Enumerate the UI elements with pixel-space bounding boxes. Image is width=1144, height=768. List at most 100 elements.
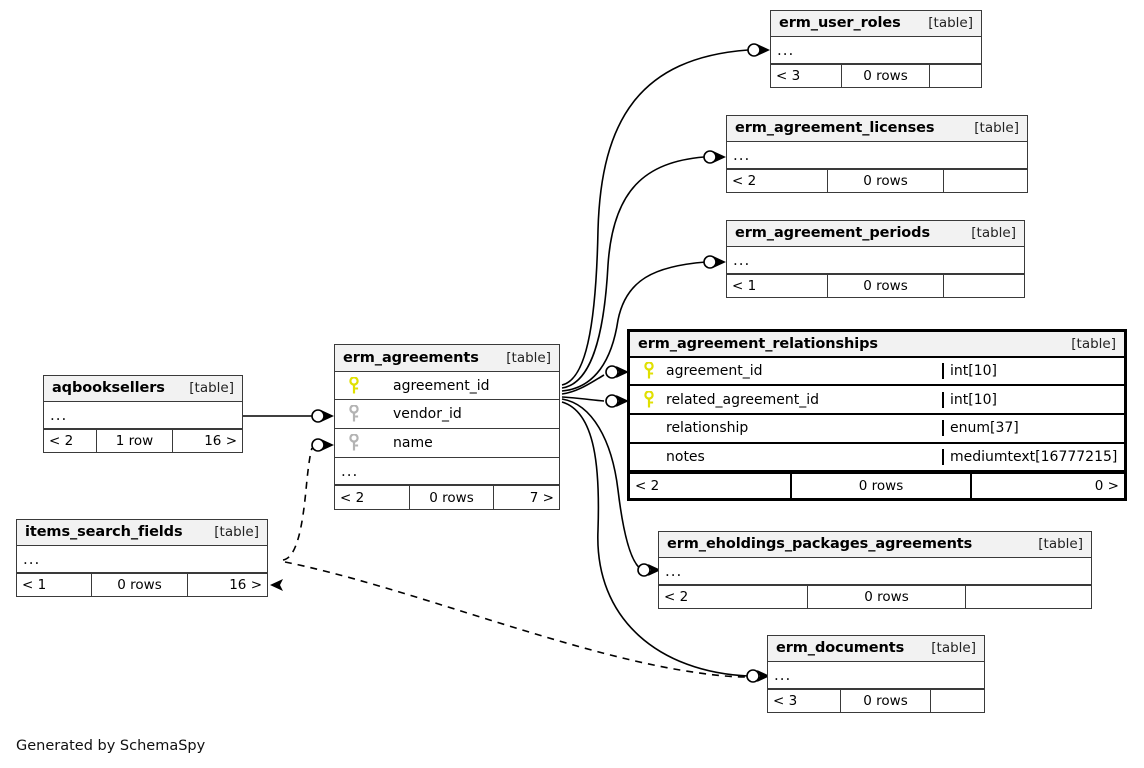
column-name-cell: agreement_id	[630, 362, 942, 380]
footer-children-count	[930, 689, 984, 712]
column-name-cell: name	[335, 433, 559, 452]
table-columns-ellipsis: ...	[17, 545, 267, 573]
table-columns-ellipsis: ...	[44, 401, 242, 429]
table-type-tag: [table]	[506, 349, 551, 366]
table-header: erm_agreement_relationships [table]	[630, 332, 1124, 358]
table-name: erm_agreement_periods	[735, 225, 930, 242]
table-node-erm-documents[interactable]: erm_documents [table] ... < 3 0 rows	[767, 635, 985, 713]
column-name-cell: notes	[630, 449, 942, 465]
footer-row-count: 0 rows	[827, 274, 943, 297]
footer-children-count	[929, 64, 981, 87]
footer-parents-count: < 2	[340, 489, 365, 506]
column-type: mediumtext[16777215]	[942, 448, 1124, 465]
column-type: enum[37]	[942, 420, 1124, 437]
table-node-erm-agreements[interactable]: erm_agreements [table] agreement_id	[334, 344, 560, 510]
table-type-tag: [table]	[1038, 536, 1083, 553]
table-columns-ellipsis: ...	[335, 457, 559, 486]
table-row[interactable]: agreement_id int[10]	[630, 357, 1124, 387]
table-type-tag: [table]	[214, 524, 259, 541]
table-footer: < 2 0 rows	[659, 584, 1091, 608]
table-node-aqbooksellers[interactable]: aqbooksellers [table] ... < 2 1 row 16 >	[43, 375, 243, 453]
table-footer: < 2 0 rows 0 >	[630, 472, 1124, 498]
table-columns-ellipsis: ...	[659, 557, 1091, 585]
column-name-cell: relationship	[630, 420, 942, 436]
footer-row-count: 0 rows	[807, 585, 965, 608]
table-name: erm_agreement_licenses	[735, 120, 935, 137]
table-node-erm-agreement-licenses[interactable]: erm_agreement_licenses [table] ... < 2 0…	[726, 115, 1028, 193]
table-name: erm_user_roles	[779, 15, 901, 32]
table-row[interactable]: vendor_id	[335, 400, 559, 429]
table-name: erm_agreements	[343, 349, 479, 366]
footer-parents-count: < 2	[49, 432, 74, 449]
table-node-erm-eholdings-packages-agreements[interactable]: erm_eholdings_packages_agreements [table…	[658, 531, 1092, 609]
footer-children-count: 7 >	[493, 486, 559, 510]
table-type-tag: [table]	[971, 225, 1016, 242]
footer-parents-count: < 3	[773, 692, 798, 709]
table-row[interactable]: notes mediumtext[16777215]	[630, 443, 1124, 473]
table-header: erm_agreements [table]	[335, 345, 559, 372]
table-columns-ellipsis: ...	[727, 141, 1027, 169]
column-name: agreement_id	[393, 377, 490, 394]
footer-row-count: 0 rows	[409, 486, 493, 510]
column-name: agreement_id	[666, 363, 763, 380]
table-columns-ellipsis: ...	[771, 36, 981, 64]
table-header: erm_eholdings_packages_agreements [table…	[659, 532, 1091, 558]
column-name-cell: vendor_id	[335, 405, 559, 423]
table-node-erm-agreement-relationships[interactable]: erm_agreement_relationships [table] agre…	[627, 329, 1127, 501]
column-name: vendor_id	[393, 406, 462, 423]
footer-row-count: 0 rows	[841, 64, 929, 87]
table-footer: < 3 0 rows	[771, 63, 981, 87]
table-footer: < 1 0 rows 16 >	[17, 572, 267, 596]
table-row[interactable]: agreement_id	[335, 371, 559, 401]
footer-parents-count: < 1	[732, 277, 757, 294]
table-columns-ellipsis: ...	[768, 661, 984, 689]
footer-row-count: 1 row	[96, 429, 172, 452]
table-row[interactable]: relationship enum[37]	[630, 415, 1124, 444]
table-type-tag: [table]	[1071, 335, 1116, 352]
footer-parents-count: < 2	[635, 478, 660, 495]
footer-row-count: 0 rows	[790, 474, 970, 498]
footer-parents-count: < 2	[664, 588, 689, 605]
column-type: int[10]	[942, 391, 1124, 408]
table-footer: < 2 0 rows 7 >	[335, 485, 559, 510]
table-footer: < 2 1 row 16 >	[44, 428, 242, 452]
table-header: items_search_fields [table]	[17, 520, 267, 546]
footer-row-count: 0 rows	[840, 689, 930, 712]
primary-key-icon	[638, 390, 660, 409]
table-type-tag: [table]	[189, 380, 234, 397]
table-node-erm-user-roles[interactable]: erm_user_roles [table] ... < 3 0 rows	[770, 10, 982, 88]
table-row[interactable]: name	[335, 428, 559, 458]
footer-children-count: 0 >	[970, 474, 1124, 498]
column-name: notes	[666, 448, 705, 465]
table-type-tag: [table]	[974, 120, 1019, 137]
footer-children-count: 16 >	[187, 573, 267, 596]
table-header: aqbooksellers [table]	[44, 376, 242, 402]
edge-to-relationships-related-agreement-id	[561, 396, 605, 402]
table-node-items-search-fields[interactable]: items_search_fields [table] ... < 1 0 ro…	[16, 519, 268, 597]
table-node-erm-agreement-periods[interactable]: erm_agreement_periods [table] ... < 1 0 …	[726, 220, 1025, 298]
column-type: int[10]	[942, 363, 1124, 380]
table-columns-ellipsis: ...	[727, 246, 1024, 274]
table-header: erm_documents [table]	[768, 636, 984, 662]
column-name-cell: related_agreement_id	[630, 390, 942, 409]
edge-to-relationships-agreement-id	[561, 374, 605, 395]
table-footer: < 1 0 rows	[727, 273, 1024, 297]
footer-children-count	[965, 585, 1091, 608]
footer-children-count	[943, 274, 1024, 297]
edge-items-search-fields-to-name	[282, 447, 313, 561]
footer-children-count: 16 >	[172, 429, 242, 452]
primary-key-icon	[343, 376, 365, 395]
column-name: name	[393, 434, 433, 451]
table-footer: < 2 0 rows	[727, 168, 1027, 192]
footer-parents-count: < 2	[732, 172, 757, 189]
foreign-key-icon	[343, 433, 365, 452]
column-name: related_agreement_id	[666, 391, 820, 408]
column-name: relationship	[666, 420, 749, 437]
table-header: erm_agreement_periods [table]	[727, 221, 1024, 247]
table-type-tag: [table]	[931, 640, 976, 657]
diagram-caption: Generated by SchemaSpy	[16, 738, 206, 754]
table-name: erm_agreement_relationships	[638, 335, 878, 352]
footer-row-count: 0 rows	[91, 573, 187, 596]
table-row[interactable]: related_agreement_id int[10]	[630, 386, 1124, 415]
